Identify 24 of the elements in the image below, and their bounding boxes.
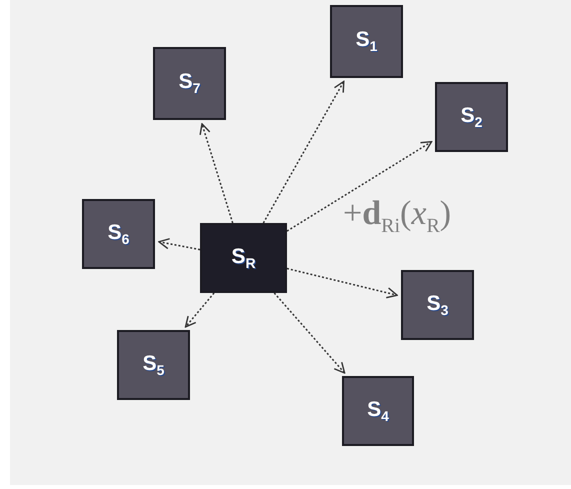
reference-station-box <box>200 223 287 293</box>
station-label: S$_{R}$ <box>231 244 256 272</box>
station-box <box>401 270 474 340</box>
arrow <box>262 80 344 224</box>
station-label: S$_{5}$ <box>142 352 164 378</box>
formula-label: +d$_{Ri}$(x$_{R}$) <box>343 195 452 238</box>
arrow <box>286 140 432 232</box>
station-box <box>82 199 155 269</box>
station-label: S$_{7}$ <box>178 70 200 97</box>
arrow <box>199 123 234 224</box>
arrow <box>274 292 346 374</box>
station-box <box>330 5 403 78</box>
station-box <box>117 330 190 400</box>
arrow <box>286 268 398 298</box>
station-label: S$_{2}$ <box>460 104 482 130</box>
station-box <box>153 47 226 120</box>
station-label: S$_{1}$ <box>356 28 378 55</box>
arrow <box>158 238 200 250</box>
arrow <box>184 292 215 328</box>
station-label: S$_{3}$ <box>426 292 448 318</box>
station-label: S$_{4}$ <box>367 398 389 424</box>
station-label: S$_{6}$ <box>108 220 130 248</box>
station-box <box>342 376 414 446</box>
station-box <box>435 82 508 152</box>
